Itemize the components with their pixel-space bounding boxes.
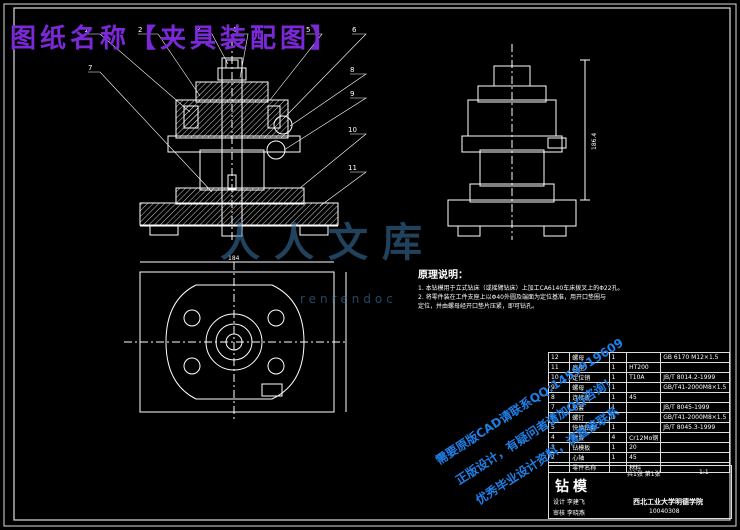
callout-labels: 1 2 3 4 5 6 7 8 9 10 11	[84, 26, 357, 172]
school-name: 西北工业大学明德学院	[633, 498, 703, 506]
side-view	[447, 44, 590, 240]
bom-cell-material: Cr12Mo钢	[626, 432, 662, 443]
leader-lines	[84, 33, 368, 207]
sheet-count: 共1张 第1张	[627, 471, 661, 478]
bom-cell-material	[626, 422, 662, 433]
callout-9: 9	[350, 90, 354, 98]
drawing-code: 10040308	[649, 508, 680, 515]
front-view	[139, 40, 339, 240]
top-view	[124, 261, 347, 420]
bom-row: 零件名称 材料	[547, 462, 730, 473]
callout-11: 11	[348, 164, 357, 172]
bom-cell-std	[660, 442, 730, 453]
bom-cell-name: 心轴	[569, 452, 610, 463]
note-line-1: 1. 本钻模用于立式钻床（或摇臂钻床）上加工CA6140车床拨叉上的Φ22孔。	[418, 285, 624, 292]
bom-cell-std	[660, 432, 730, 443]
bom-cell-material	[626, 352, 662, 363]
reviewer: 审核 李晓燕	[553, 510, 585, 517]
bom-cell-material: 45	[626, 392, 662, 403]
bom-cell-no	[547, 462, 571, 473]
bom-cell-std: JB/T 8014.2-1999	[660, 372, 730, 383]
outer-frame	[3, 3, 737, 527]
watermark-url: renrendoc	[300, 292, 397, 306]
principle-notes: 原理说明： 1. 本钻模用于立式钻床（或摇臂钻床）上加工CA6140车床拨叉上的…	[418, 266, 678, 311]
bom-cell-std	[660, 362, 730, 373]
bom-cell-std: JB/T 8045.3-1999	[660, 422, 730, 433]
watermark-logo: 人人文库	[220, 219, 436, 266]
bom-cell-material	[626, 402, 662, 413]
drawing-name: 钻模	[555, 479, 591, 495]
callout-5: 5	[306, 26, 310, 34]
bom-cell-material	[626, 412, 662, 423]
bom-cell-material: 45	[626, 452, 662, 463]
callout-8: 8	[350, 66, 354, 74]
bom-cell-std: GB 6170 M12×1.5	[660, 352, 730, 363]
bom-cell-std	[660, 462, 730, 473]
callout-1: 1	[84, 26, 88, 34]
bom-cell-material: 20	[626, 442, 662, 453]
callout-2: 2	[138, 26, 142, 34]
bom-cell-std: JB/T 8045-1999	[660, 402, 730, 413]
drawing-title-banner: 图纸名称【夹具装配图】	[10, 24, 341, 54]
callout-6: 6	[352, 26, 357, 34]
bom-cell-name: 零件名称	[569, 462, 610, 473]
width-dimension: 184	[228, 255, 240, 262]
bom-cell-material: 材料	[626, 462, 662, 473]
height-dimension: 186.4	[591, 133, 598, 150]
callout-7: 7	[88, 64, 92, 72]
callout-4: 4	[232, 26, 237, 34]
bom-cell-std	[660, 392, 730, 403]
bom-cell-material: HT200	[626, 362, 662, 373]
scale-value: 1:1	[699, 469, 709, 476]
bom-cell-qty: 1	[608, 452, 628, 463]
title-block: 钻模 共1张 第1张 1:1 设计 李建飞 审核 李晓燕 西北工业大学明德学院 …	[548, 465, 732, 519]
callout-10: 10	[348, 126, 357, 134]
bom-cell-qty: 1	[608, 442, 628, 453]
bom-cell-material	[626, 382, 662, 393]
bom-cell-material: T10A	[626, 372, 662, 383]
bom-cell-std	[660, 452, 730, 463]
designer: 设计 李建飞	[553, 499, 585, 506]
bom-cell-qty: 1	[608, 362, 628, 373]
inner-frame	[13, 7, 731, 521]
bom-cell-qty: 4	[608, 432, 628, 443]
bom-cell-no: 12	[547, 352, 571, 363]
bom-cell-std: GB/T41-2000M8×1.5	[660, 382, 730, 393]
bom-cell-qty: 1	[608, 392, 628, 403]
note-line-3: 定位，并由螺母经开口垫片压紧，即可钻孔。	[418, 303, 539, 310]
bom-cell-qty: 1	[608, 422, 628, 433]
callout-3: 3	[196, 26, 200, 34]
bom-cell-std: GB/T41-2000M8×1.5	[660, 412, 730, 423]
notes-title: 原理说明：	[418, 270, 468, 281]
note-line-2: 2. 将零件装在工件支座上以Φ40外圆及端面为定位基准，用开口垫圈与	[418, 294, 606, 301]
